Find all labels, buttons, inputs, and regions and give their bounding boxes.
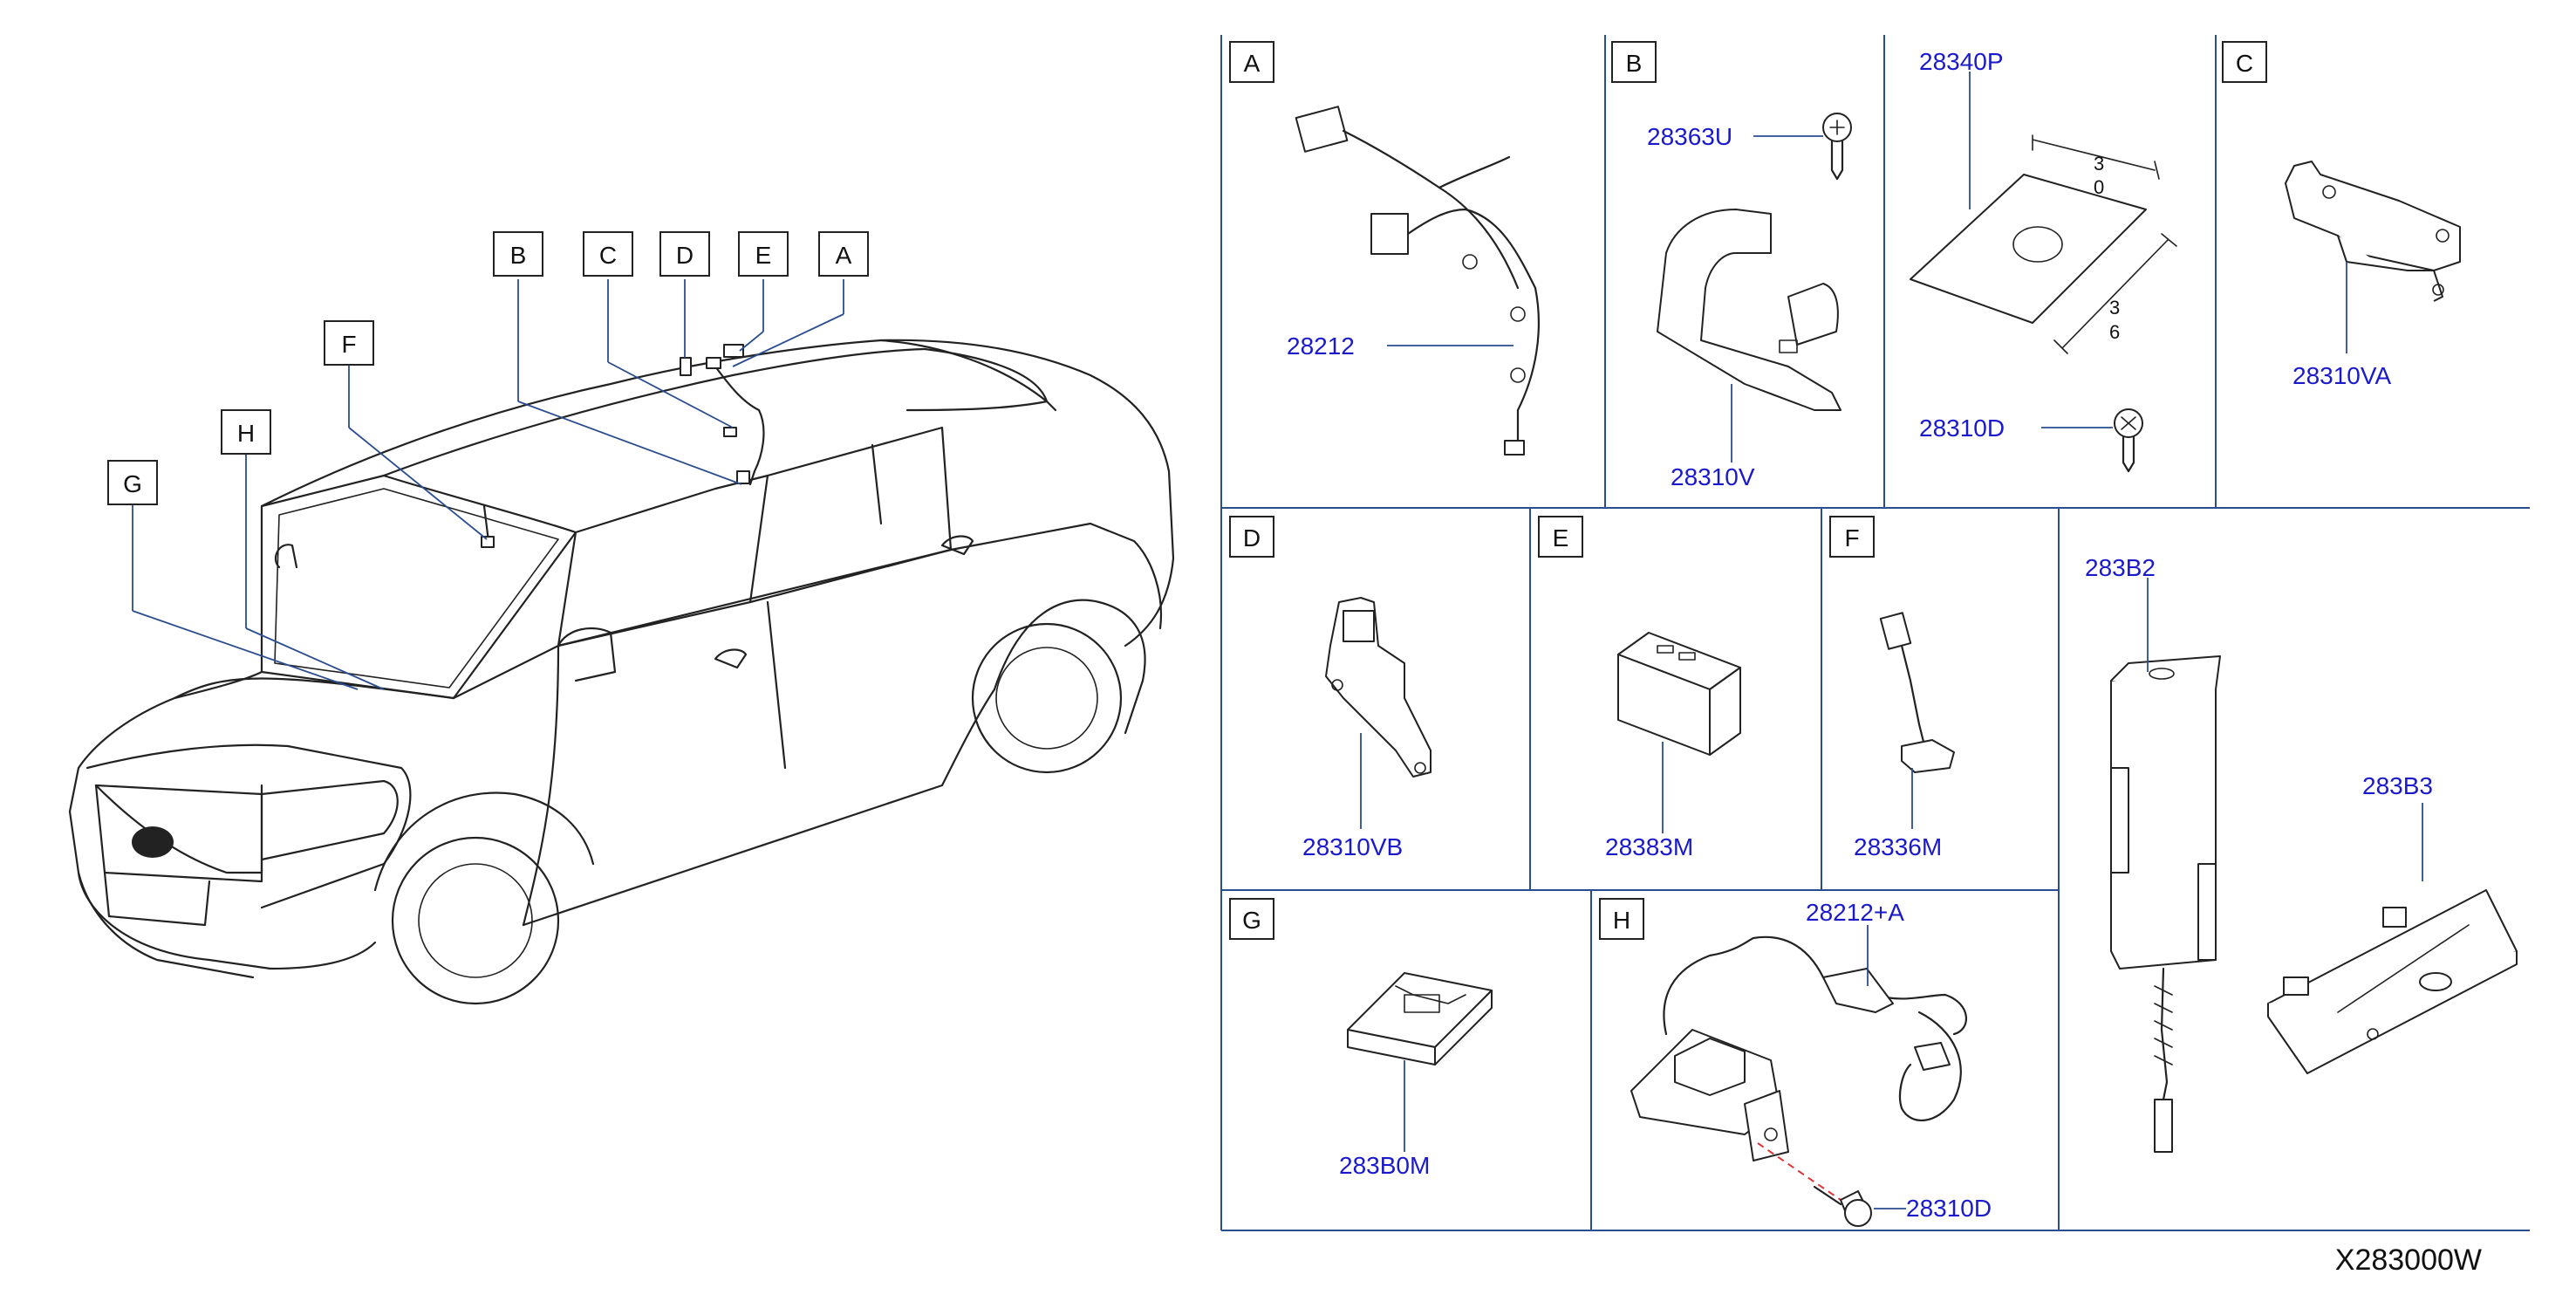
part-number-28340P: 28340P [1919, 48, 2004, 75]
car-callout-f: F [324, 320, 374, 366]
part-bracket-283B3 [2267, 889, 2518, 1074]
callout-label: H [237, 420, 255, 447]
part-module-28383M [1617, 632, 1741, 756]
panel-label-b: B [1611, 41, 1657, 83]
panel-label-g: G [1229, 898, 1274, 940]
part-screw-28310D [2114, 408, 2143, 473]
panel-label-d: D [1229, 516, 1274, 558]
panel-label-h: H [1599, 898, 1644, 940]
dim-height-1: 3 [2109, 297, 2120, 319]
part-number-283B3: 283B3 [2362, 772, 2433, 799]
panel-label-a: A [1229, 41, 1274, 83]
part-number-283B0M: 283B0M [1339, 1152, 1430, 1179]
panel-label-c: C [2222, 41, 2267, 83]
diagram-code: X283000W [2335, 1244, 2482, 1277]
part-module-283B0M [1347, 972, 1493, 1065]
car-callout-a: A [818, 231, 869, 277]
part-antenna-28212A [1630, 935, 1967, 1201]
panel-letter: A [1244, 50, 1261, 77]
callout-label: F [341, 331, 356, 358]
dim-width-1: 3 [2094, 153, 2104, 175]
callout-label: E [755, 242, 772, 269]
car-callout-g: G [107, 460, 158, 505]
panel-letter: D [1243, 524, 1261, 552]
car-callout-b: B [493, 231, 543, 277]
car-illustration [68, 339, 1175, 1005]
panel-letter: H [1613, 907, 1630, 934]
part-number-28212: 28212 [1287, 332, 1355, 360]
panel-grid [1220, 35, 2530, 1231]
part-sensor-28336M [1879, 612, 1955, 773]
panel-label-e: E [1538, 516, 1583, 558]
car-callout-e: E [738, 231, 789, 277]
dim-height-2: 6 [2109, 321, 2120, 343]
car-callout-c: C [583, 231, 633, 277]
part-number-28310D-h: 28310D [1906, 1195, 1992, 1222]
part-number-28310VA: 28310VA [2292, 362, 2391, 389]
part-number-28310VB: 28310VB [1302, 833, 1403, 860]
callout-label: B [510, 242, 527, 269]
car-callout-leaders [132, 279, 844, 690]
panel-letter: G [1242, 907, 1261, 934]
panel-letter: B [1626, 50, 1643, 77]
part-number-28363U: 28363U [1647, 123, 1732, 150]
panel-letter: F [1844, 524, 1859, 552]
part-pad-28340P [1910, 134, 2177, 354]
part-screw-28310D-h [1813, 1185, 1872, 1227]
part-bracket-28310VA [2285, 161, 2461, 302]
part-screw-28363U [1822, 113, 1852, 181]
callout-label: C [599, 242, 617, 269]
part-number-28336M: 28336M [1854, 833, 1942, 860]
part-bracket-28310V [1657, 209, 1841, 411]
part-bracket-28310VB [1325, 597, 1431, 778]
part-number-283B2: 283B2 [2085, 554, 2156, 581]
part-number-28310V: 28310V [1671, 463, 1755, 490]
dim-width-2: 0 [2094, 176, 2104, 198]
panel-letter: C [2236, 50, 2253, 77]
panel-letter: E [1553, 524, 1569, 552]
part-number-28310D: 28310D [1919, 415, 2005, 442]
car-callout-d: D [659, 231, 710, 277]
part-number-28383M: 28383M [1605, 833, 1693, 860]
callout-label: A [836, 242, 852, 269]
part-harness-28212 [1295, 106, 1540, 456]
part-sensor-283B2 [2110, 655, 2221, 1153]
panel-label-f: F [1829, 516, 1875, 558]
car-callout-h: H [221, 409, 271, 455]
part-number-28212A: 28212+A [1806, 899, 1904, 926]
callout-label: D [676, 242, 694, 269]
callout-label: G [123, 470, 142, 497]
